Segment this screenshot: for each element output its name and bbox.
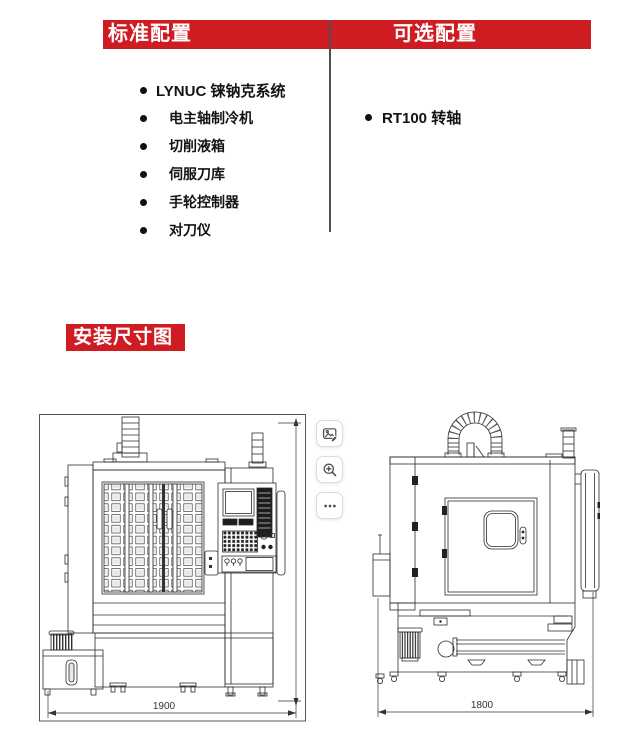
install-dimension-title: 安装尺寸图 (66, 324, 185, 351)
pendant-arm (276, 490, 286, 576)
bullet-icon (140, 114, 147, 122)
chimney (560, 427, 577, 459)
leveling-feet (109, 682, 268, 697)
optional-config-title: 可选配置 (393, 23, 477, 45)
zoom-in-button[interactable] (316, 456, 343, 483)
front-view-linework (39, 414, 306, 722)
image-toolbar (316, 420, 343, 519)
side-view-width-label: 1800 (471, 700, 494, 711)
right-slab (575, 469, 600, 599)
bullet-icon (140, 142, 147, 150)
bullet-icon (140, 170, 147, 178)
list-item: LYNUC 铼钠克系统 (140, 76, 285, 104)
list-item-label: 切削液箱 (169, 138, 225, 154)
machine-base (94, 632, 274, 688)
front-view-width-label: 1900 (153, 701, 176, 712)
list-item-label: 电主轴制冷机 (169, 110, 253, 126)
list-item-label: 手轮控制器 (169, 194, 239, 210)
more-options-button[interactable] (316, 492, 343, 519)
door-latch (204, 550, 219, 576)
coolant-tank (42, 630, 104, 696)
control-panel (217, 482, 277, 574)
list-item: 电主轴制冷机 (140, 104, 285, 132)
list-item: 对刀仪 (140, 216, 285, 244)
list-item-label: 伺服刀库 (169, 166, 225, 182)
list-item-label: 对刀仪 (169, 222, 211, 238)
side-view-linework (372, 411, 600, 685)
dimension-1800: 1800 (377, 592, 594, 717)
list-item: RT100 转轴 (365, 103, 461, 131)
column-divider (329, 20, 331, 232)
image-edit-icon (322, 427, 338, 442)
standard-config-list: LYNUC 铼钠克系统 电主轴制冷机 切削液箱 伺服刀库 手轮控制器 对刀仪 (140, 76, 285, 244)
machine-base (397, 603, 585, 685)
list-item-label: RT100 转轴 (382, 109, 462, 127)
zoom-in-icon (323, 463, 336, 476)
bullet-icon (140, 226, 147, 234)
side-door (442, 497, 538, 596)
list-item: 切削液箱 (140, 132, 285, 160)
bullet-icon (365, 113, 372, 121)
left-side-wall (64, 464, 94, 634)
list-item-label: LYNUC 铼钠克系统 (156, 82, 286, 100)
casters (375, 671, 567, 684)
front-view-drawing: 1900 (39, 414, 306, 722)
config-header-band: 标准配置 可选配置 (103, 20, 591, 49)
front-view-figure[interactable]: 1900 (38, 405, 308, 725)
side-view-drawing: 1800 (372, 411, 600, 717)
dimension-1900: 1900 (47, 691, 297, 718)
edit-image-button[interactable] (316, 420, 343, 447)
optional-config-list: RT100 转轴 (365, 103, 461, 131)
list-item: 手轮控制器 (140, 188, 285, 216)
cable-chain-column (112, 416, 148, 463)
dimension-height (278, 418, 301, 706)
cable-chain-arch (444, 411, 505, 458)
door-grid (101, 481, 205, 595)
bullet-icon (140, 86, 147, 94)
side-view-figure[interactable]: 1800 (368, 402, 608, 722)
standard-config-title: 标准配置 (108, 23, 192, 45)
ellipsis-icon (323, 504, 336, 507)
rear-left-box (372, 534, 391, 597)
list-item: 伺服刀库 (140, 160, 285, 188)
drawing-border (39, 414, 306, 722)
bullet-icon (140, 198, 147, 206)
machine-body (389, 453, 576, 611)
